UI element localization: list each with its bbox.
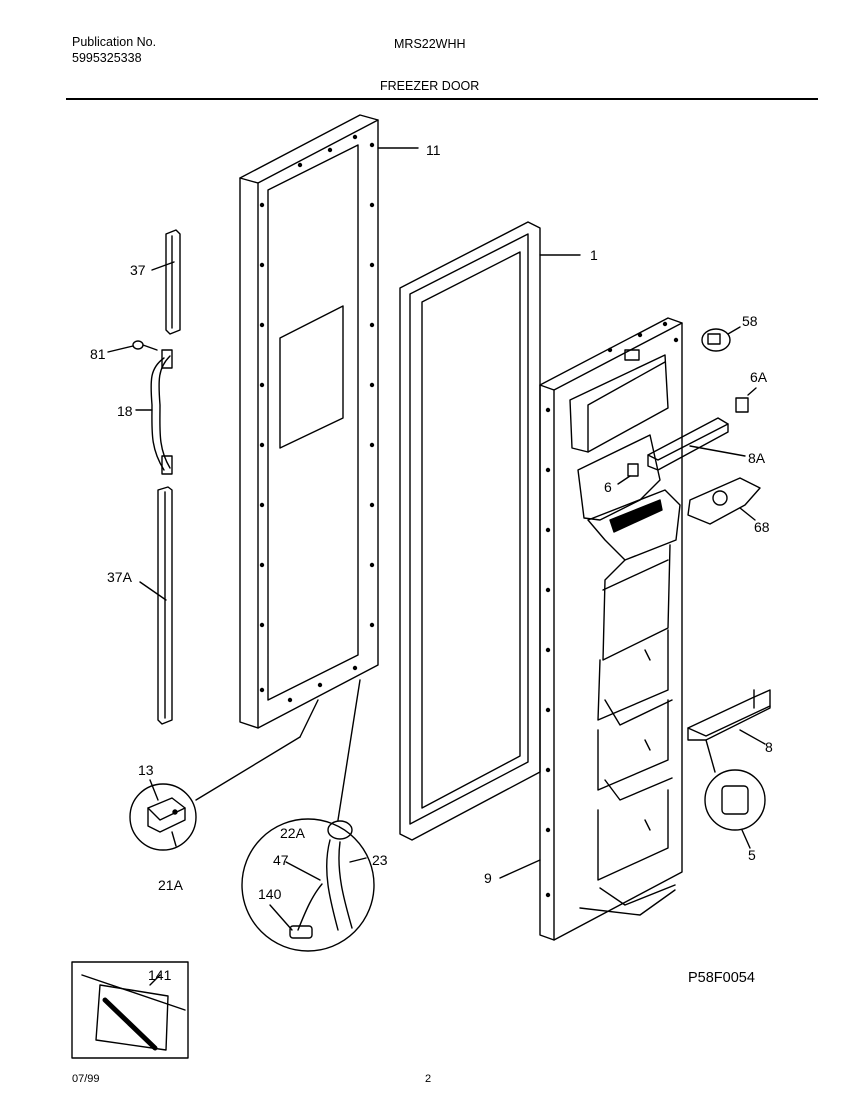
callout-37: 37 xyxy=(130,262,146,278)
callout-58: 58 xyxy=(742,313,758,329)
callout-9: 9 xyxy=(484,870,492,886)
callout-5: 5 xyxy=(748,847,756,863)
callout-11: 11 xyxy=(426,142,441,158)
part-9-door-liner xyxy=(499,317,683,941)
callout-140: 140 xyxy=(258,886,282,902)
callout-37A: 37A xyxy=(107,569,132,585)
publication-number: 5995325338 xyxy=(72,51,142,65)
section-title: FREEZER DOOR xyxy=(380,79,480,93)
callout-13: 13 xyxy=(138,762,154,778)
part-5-insert-detail xyxy=(704,739,766,849)
footer-date: 07/99 xyxy=(72,1073,100,1085)
part-22A-wiring-detail xyxy=(241,679,375,952)
callout-6A: 6A xyxy=(750,369,768,385)
part-37-upper-trim xyxy=(151,229,181,335)
part-11-door-frame xyxy=(239,114,419,729)
part-8A-rail xyxy=(647,417,746,471)
callout-18: 18 xyxy=(117,403,133,419)
callout-23: 23 xyxy=(372,852,388,868)
callout-8A: 8A xyxy=(748,450,766,466)
part-13-hinge-detail xyxy=(129,699,319,851)
part-1-gasket xyxy=(399,221,581,841)
callout-21A: 21A xyxy=(158,877,183,893)
part-6-bracket xyxy=(617,463,639,485)
model-number: MRS22WHH xyxy=(394,37,466,51)
callout-68: 68 xyxy=(754,519,770,535)
part-58-plug xyxy=(701,326,741,352)
part-81-screw xyxy=(107,340,158,353)
callout-22A: 22A xyxy=(280,825,305,841)
part-141-tool-detail xyxy=(71,961,189,1059)
part-8-shelf-bracket xyxy=(687,689,771,745)
footer-page-number: 2 xyxy=(425,1073,432,1085)
callout-8: 8 xyxy=(765,739,773,755)
part-6A-clip xyxy=(735,387,757,413)
part-68-paddle xyxy=(687,477,761,525)
publication-label: Publication No. xyxy=(72,35,157,49)
callout-1: 1 xyxy=(590,247,598,263)
figure-id: P58F0054 xyxy=(688,970,755,986)
callout-6: 6 xyxy=(604,479,612,495)
callout-81: 81 xyxy=(90,346,106,362)
callout-47: 47 xyxy=(273,852,289,868)
callout-141: 141 xyxy=(148,967,172,983)
part-18-handle xyxy=(135,349,173,475)
part-37A-lower-trim xyxy=(139,486,173,725)
header-rule xyxy=(66,98,818,100)
